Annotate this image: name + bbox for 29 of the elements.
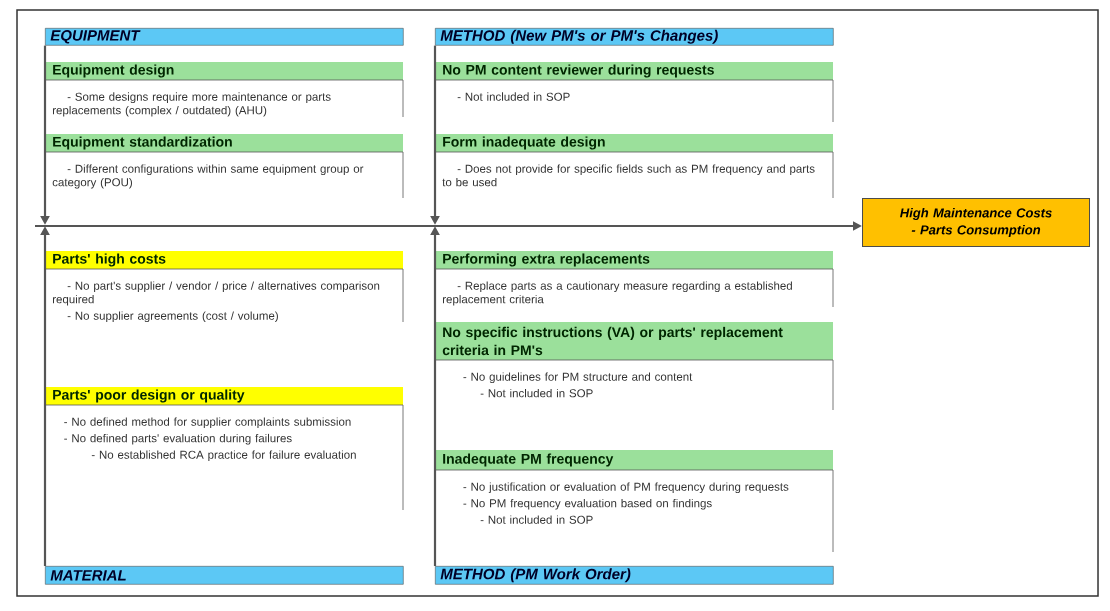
node-label: - No established RCA practice for failure evaluation xyxy=(91,450,356,462)
node-label: - No PM frequency evaluation based on findings xyxy=(463,498,712,510)
cause-box: Parts' high costs - No part's supplier / vendor / price / alternatives comparison required - No supplier agreements (cost / volume) xyxy=(44,251,404,323)
node-label: - No guidelines for PM structure and content xyxy=(463,372,693,384)
cause-box: Performing extra replacements - Replace parts as a cautionary measure regarding a established replacement criteria xyxy=(434,251,834,308)
node-label: - No defined parts' evaluation during failures xyxy=(64,433,292,445)
category-header: MATERIAL xyxy=(45,566,404,585)
cause-box: Inadequate PM frequency - No justification or evaluation of PM frequency during requests - No PM frequency evaluation based on findings - Not included in SOP xyxy=(434,450,834,553)
node-label: - Not included in SOP xyxy=(480,388,593,398)
category-header: METHOD (New PM's or PM's Changes) xyxy=(435,28,834,46)
cause-box: Equipment standardization - Different configurations within same equipment group or category (POU) xyxy=(44,134,404,199)
node-label: - Not included in SOP xyxy=(457,92,570,101)
category-header: EQUIPMENT xyxy=(45,28,404,46)
cause-box: Parts' poor design or quality - No defined method for supplier complaints submission - No defined parts' evaluation during failures - No established RCA practice for failure evaluation xyxy=(44,387,404,511)
node-label: - No part's supplier / vendor / price / alternatives comparison required xyxy=(52,281,380,306)
cause-box: Form inadequate design - Does not provide for specific fields such as PM frequency and parts to be used xyxy=(434,134,834,199)
node-label: - Replace parts as a cautionary measure regarding a established replacement criteria xyxy=(442,281,792,306)
effect-box: High Maintenance Costs - Parts Consumption xyxy=(862,198,1090,247)
node-label: - Not included in SOP xyxy=(480,515,593,524)
cause-box: Equipment design - Some designs require more maintenance or parts replacements (complex / outdated) (AHU) xyxy=(44,62,404,118)
node-label: - No supplier agreements (cost / volume) xyxy=(67,311,278,323)
category-header: METHOD (PM Work Order) xyxy=(435,566,834,585)
node-label: - Does not provide for specific fields such as PM frequency and parts to be used xyxy=(442,164,815,187)
node-label: - No justification or evaluation of PM frequency during requests xyxy=(463,482,789,494)
node-label: - Some designs require more maintenance or parts replacements (complex / outdated) (AHU) xyxy=(52,92,331,117)
node-label: - Different configurations within same equipment group or category (POU) xyxy=(52,164,364,189)
node-label: - No defined method for supplier complaints submission xyxy=(64,417,351,429)
cause-box: No specific instructions (VA) or parts' replacement criteria in PM's - No guidelines for PM structure and content - Not included in SOP xyxy=(434,322,834,411)
cause-box: No PM content reviewer during requests - Not included in SOP xyxy=(434,62,834,123)
